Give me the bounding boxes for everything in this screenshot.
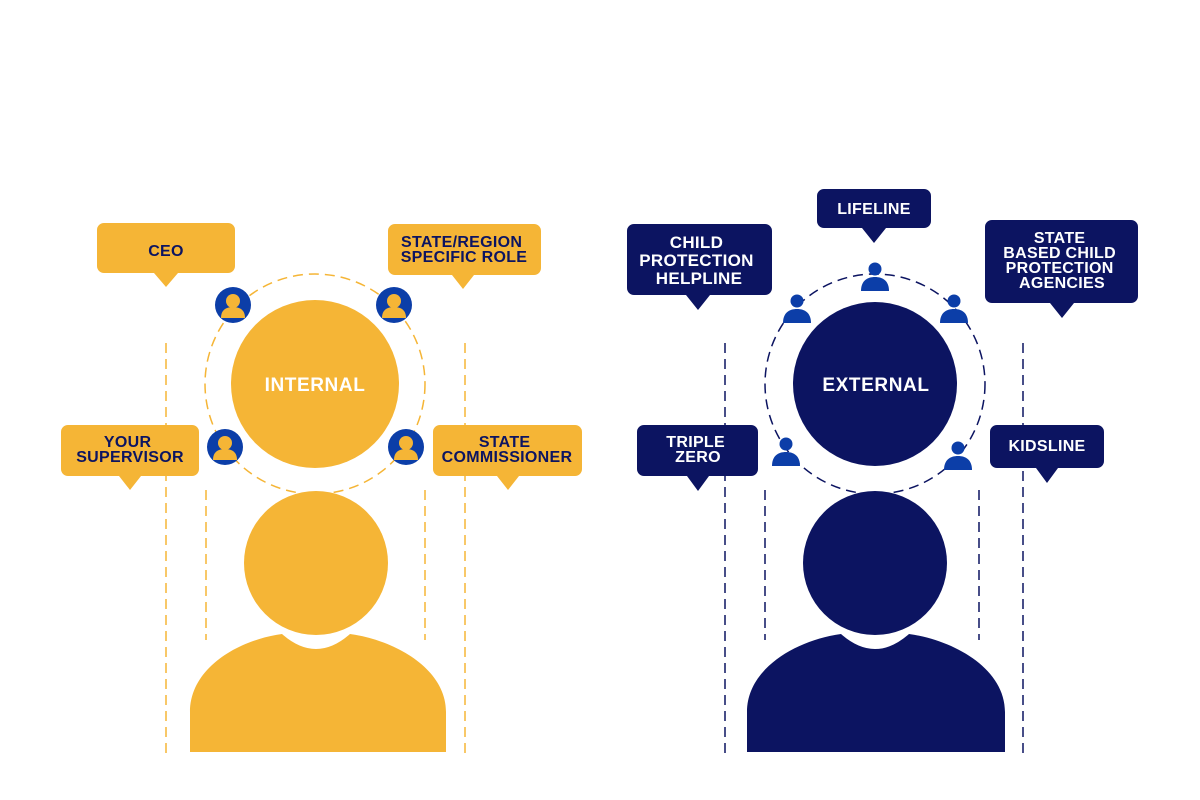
person-head bbox=[399, 436, 413, 450]
person-icon bbox=[944, 441, 972, 470]
person-icon bbox=[388, 429, 424, 465]
bubble-commissioner: STATE COMMISSIONER bbox=[433, 425, 582, 490]
bubble-helpline: CHILD PROTECTION HELPLINE bbox=[627, 224, 772, 310]
person-icon bbox=[940, 294, 968, 323]
person-head bbox=[226, 294, 240, 308]
bubble-kidsline-text: KIDSLINE bbox=[1008, 438, 1085, 455]
bubble-commissioner-shape bbox=[433, 425, 582, 490]
person-head bbox=[790, 294, 804, 308]
bubble-ceo: CEO bbox=[97, 223, 235, 287]
person-icon bbox=[783, 294, 811, 323]
external-person-head bbox=[803, 491, 947, 635]
person-head bbox=[779, 437, 793, 451]
bubble-kidsline: KIDSLINE bbox=[990, 425, 1104, 483]
internal-orbit-ring bbox=[204, 273, 426, 495]
bubble-kidsline-shape bbox=[990, 425, 1104, 483]
internal-person-body bbox=[190, 634, 446, 752]
person-head bbox=[387, 294, 401, 308]
bubble-ceo-shape bbox=[97, 223, 235, 287]
bubble-supervisor-shape bbox=[61, 425, 199, 490]
internal-group: INTERNAL CEO STATE/REGION SPECIFIC ROLE … bbox=[61, 223, 582, 755]
bubble-lifeline-shape bbox=[817, 189, 931, 243]
bubble-supervisor: YOUR SUPERVISOR bbox=[61, 425, 199, 490]
internal-person-head bbox=[244, 491, 388, 635]
internal-center-label: INTERNAL bbox=[265, 375, 366, 396]
person-body bbox=[213, 449, 237, 460]
person-body bbox=[861, 277, 889, 291]
person-head bbox=[947, 294, 961, 308]
bubble-triple-zero: TRIPLE ZERO bbox=[637, 425, 758, 491]
person-head bbox=[951, 441, 965, 455]
person-body bbox=[772, 452, 800, 466]
person-body bbox=[394, 449, 418, 460]
bubble-state-region: STATE/REGION SPECIFIC ROLE bbox=[388, 224, 541, 289]
bubble-commissioner-text: STATE COMMISSIONER bbox=[442, 434, 573, 466]
person-head bbox=[868, 262, 882, 276]
external-center-label: EXTERNAL bbox=[822, 375, 929, 396]
external-center-circle bbox=[793, 302, 957, 466]
person-icon bbox=[207, 429, 243, 465]
person-body bbox=[221, 307, 245, 318]
person-head bbox=[218, 436, 232, 450]
person-body bbox=[940, 309, 968, 323]
bubble-triple-zero-text: TRIPLE ZERO bbox=[666, 434, 729, 466]
bubble-lifeline: LIFELINE bbox=[817, 189, 931, 243]
bubble-supervisor-text: YOUR SUPERVISOR bbox=[76, 434, 184, 466]
person-body bbox=[944, 456, 972, 470]
bubble-agencies-text: STATE BASED CHILD PROTECTION AGENCIES bbox=[1003, 230, 1120, 292]
person-icon bbox=[772, 437, 800, 466]
person-icon bbox=[376, 287, 412, 323]
person-body bbox=[783, 309, 811, 323]
bubble-state-region-text: STATE/REGION SPECIFIC ROLE bbox=[401, 234, 528, 266]
internal-center-circle bbox=[231, 300, 399, 468]
person-icon bbox=[861, 262, 889, 291]
bubble-helpline-shape bbox=[627, 224, 772, 310]
person-icon bbox=[215, 287, 251, 323]
bubble-agencies: STATE BASED CHILD PROTECTION AGENCIES bbox=[985, 220, 1138, 318]
bubble-lifeline-text: LIFELINE bbox=[837, 201, 911, 218]
bubble-state-region-shape bbox=[388, 224, 541, 289]
external-person-body bbox=[747, 634, 1005, 752]
person-body bbox=[382, 307, 406, 318]
bubble-ceo-text: CEO bbox=[148, 243, 184, 260]
external-group: EXTERNAL LIFELINE CHILD PROTECTION HELPL… bbox=[627, 189, 1138, 755]
bubble-helpline-text: CHILD PROTECTION HELPLINE bbox=[639, 233, 758, 288]
bubble-triple-zero-shape bbox=[637, 425, 758, 491]
bubble-agencies-shape bbox=[985, 220, 1138, 318]
